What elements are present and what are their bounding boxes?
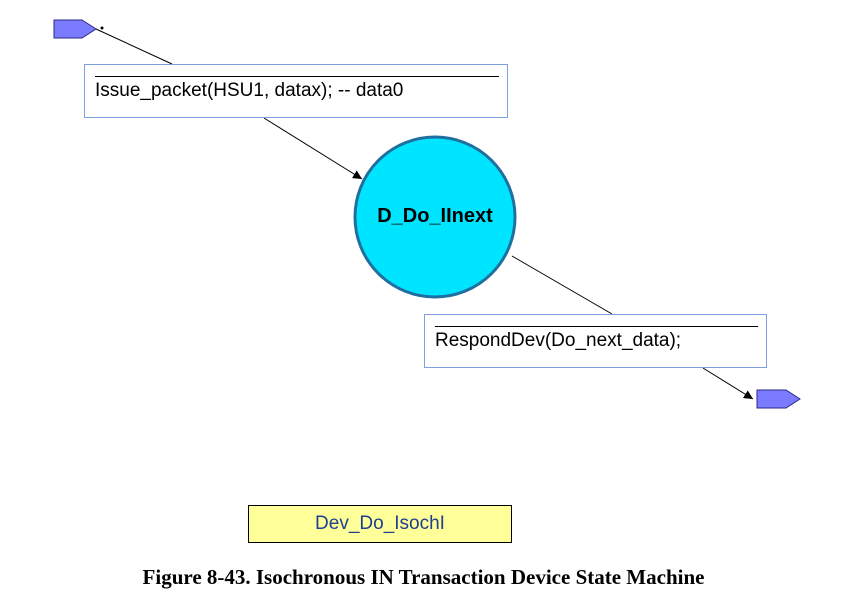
state-circle	[353, 135, 517, 299]
action-box-divider	[435, 326, 758, 327]
figure-caption: Figure 8-43. Isochronous IN Transaction …	[142, 565, 705, 589]
entry-transition-line	[95, 28, 173, 65]
action-box-divider	[95, 76, 499, 77]
entry-connector	[53, 19, 97, 39]
exit-action-box: RespondDev(Do_next_data);	[424, 314, 767, 368]
state-machine-name-box: Dev_Do_IsochI	[248, 505, 512, 543]
exit-transition-line	[511, 255, 613, 315]
entry-action-box: Issue_packet(HSU1, datax); -- data0	[84, 64, 508, 118]
exit-connector	[756, 389, 801, 409]
state-name-label: D_Do_IInext	[377, 205, 493, 227]
exit-transition-arrow	[702, 367, 754, 400]
entry-transition-arrow	[263, 117, 363, 180]
exit-action-text: RespondDev(Do_next_data);	[435, 330, 682, 351]
entry-action-text: Issue_packet(HSU1, datax); -- data0	[95, 80, 404, 101]
